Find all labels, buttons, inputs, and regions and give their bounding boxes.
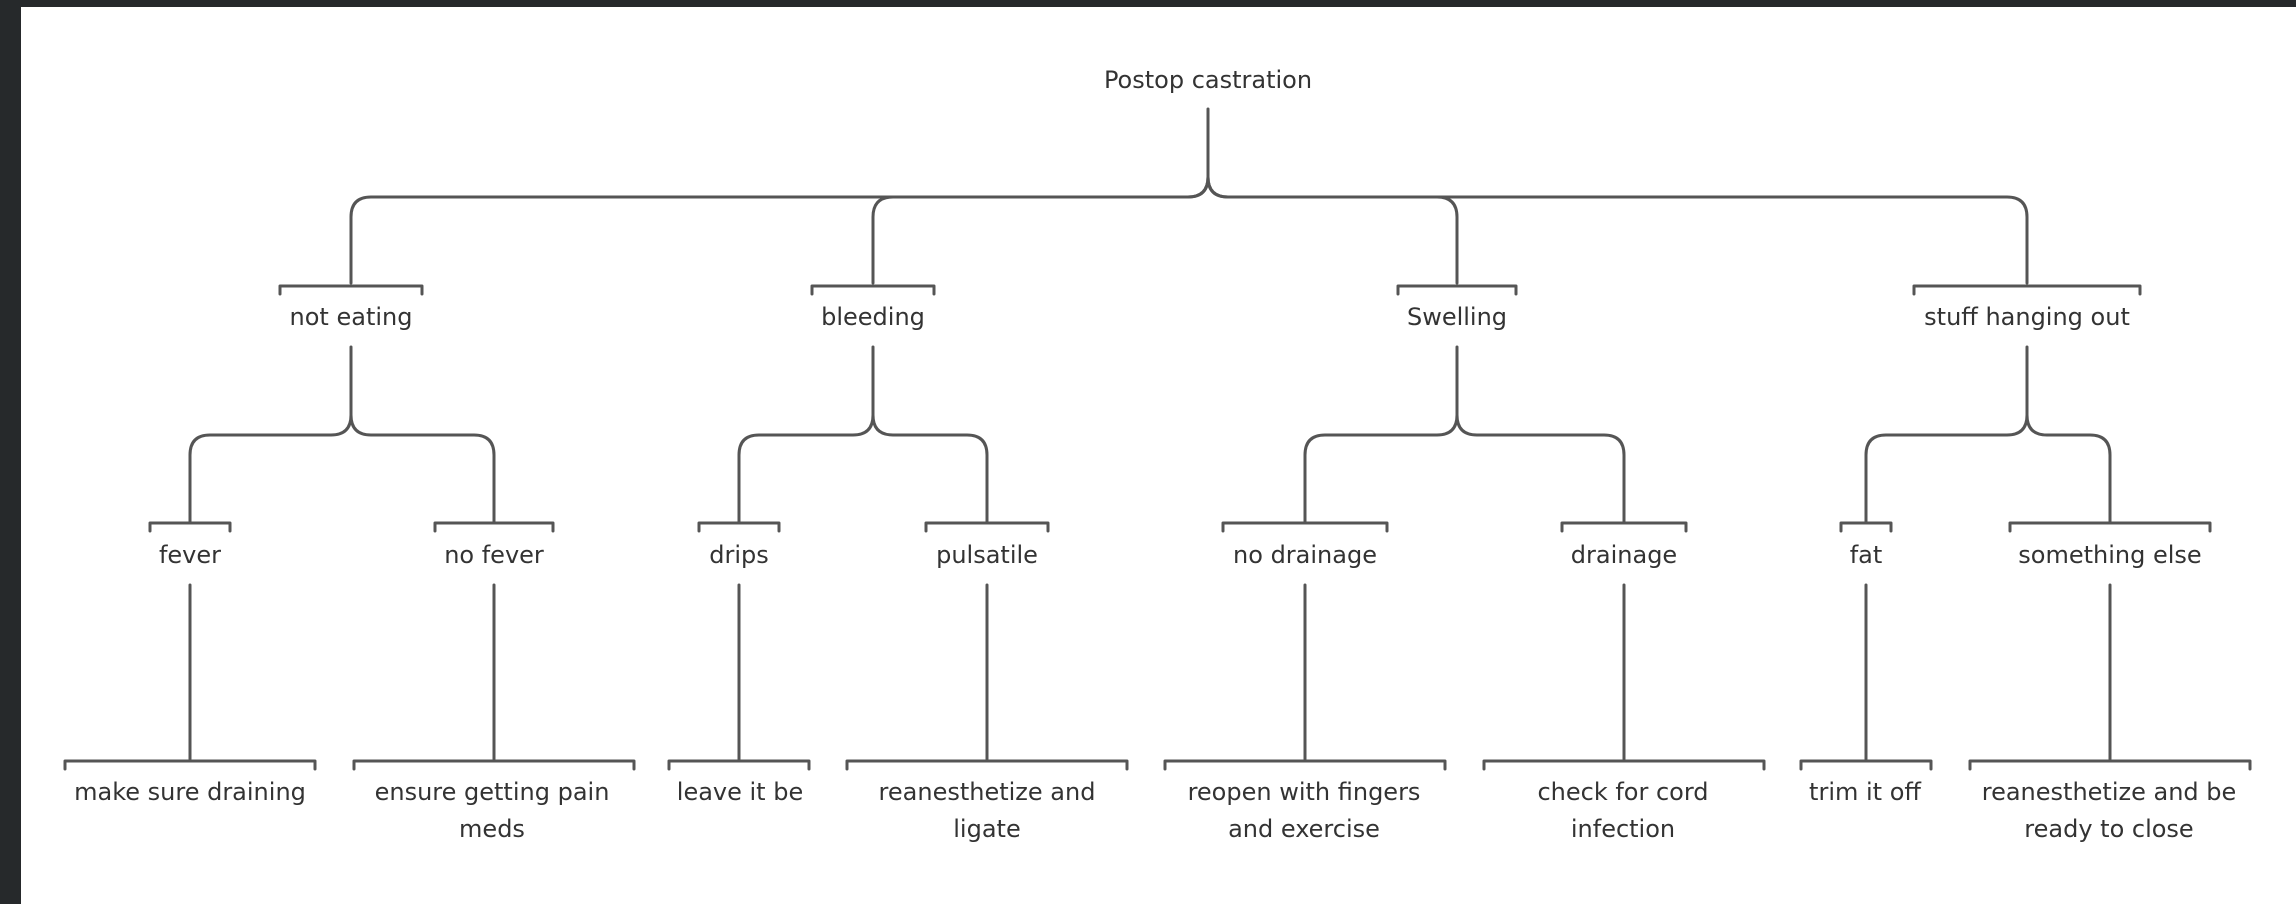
cap-level1-2 xyxy=(1396,284,1518,296)
cap-level1-3 xyxy=(1912,284,2142,296)
level1-connector-1-branch-1 xyxy=(871,413,989,525)
leaf-reopen-with-fingers: reopen with fingers and exercise xyxy=(1187,778,1421,843)
node-fever: fever xyxy=(158,541,222,569)
node-stuff-hanging-out: stuff hanging out xyxy=(1924,303,2130,331)
leaf-reanesthetize-and-ligate: reanesthetize and ligate xyxy=(878,778,1096,843)
node-drips: drips xyxy=(709,541,769,569)
root-node-label: Postop castration xyxy=(1103,66,1313,94)
level1-connector-2-branch-0 xyxy=(1303,413,1459,525)
node-no-fever: no fever xyxy=(444,541,544,569)
cap-level2-2-0 xyxy=(1221,521,1389,533)
window-top-bar xyxy=(0,0,2296,7)
cap-level2-1-1 xyxy=(924,521,1050,533)
level1-connector-3-branch-0 xyxy=(1864,413,2029,525)
leaf-check-for-cord-infection: check for cord infection xyxy=(1537,778,1709,843)
leaf-reanesthetize-and-be-ready: reanesthetize and be ready to close xyxy=(1981,778,2237,843)
level1-connector-2-branch-1 xyxy=(1455,413,1626,525)
level1-connector-0-branch-1 xyxy=(349,413,496,525)
node-pulsatile: pulsatile xyxy=(936,541,1038,569)
cap-level1-1 xyxy=(810,284,936,296)
root-connector-branch-3 xyxy=(1206,175,2029,285)
node-no-drainage: no drainage xyxy=(1233,541,1377,569)
node-fat: fat xyxy=(1849,541,1883,569)
tree-connectors xyxy=(63,107,2252,771)
node-bleeding: bleeding xyxy=(821,303,925,331)
diagram-canvas: Postop castration not eating bleeding Sw… xyxy=(21,7,2296,904)
leaf-trim-it-off: trim it off xyxy=(1809,778,1921,806)
root-connector-branch-2 xyxy=(1206,175,1459,285)
level1-connector-0-branch-0 xyxy=(188,413,353,525)
root-connector-branch-1 xyxy=(871,175,1210,285)
cap-leaf-2-1 xyxy=(1482,759,1766,771)
cap-leaf-0-1 xyxy=(352,759,636,771)
cap-level2-3-0 xyxy=(1839,521,1893,533)
cap-level2-0-1 xyxy=(433,521,555,533)
cap-level2-2-1 xyxy=(1560,521,1688,533)
cap-leaf-0-0 xyxy=(63,759,317,771)
cap-leaf-1-1 xyxy=(845,759,1129,771)
node-something-else: something else xyxy=(2018,541,2202,569)
window-left-edge xyxy=(0,0,21,904)
cap-leaf-2-0 xyxy=(1163,759,1447,771)
leaf-leave-it-be: leave it be xyxy=(676,778,804,806)
cap-level1-0 xyxy=(278,284,424,296)
node-drainage: drainage xyxy=(1570,541,1678,569)
node-swelling: Swelling xyxy=(1406,303,1508,331)
cap-leaf-1-0 xyxy=(667,759,811,771)
cap-level2-1-0 xyxy=(697,521,781,533)
leaf-make-sure-draining: make sure draining xyxy=(74,778,306,806)
node-not-eating: not eating xyxy=(289,303,413,331)
cap-leaf-3-1 xyxy=(1968,759,2252,771)
cap-level2-0-0 xyxy=(148,521,232,533)
root-connector-branch-0 xyxy=(349,175,1210,285)
level1-connector-1-branch-0 xyxy=(737,413,875,525)
cap-level2-3-1 xyxy=(2008,521,2212,533)
leaf-ensure-getting-pain-meds: ensure getting pain meds xyxy=(374,778,610,843)
cap-leaf-3-0 xyxy=(1799,759,1933,771)
level1-connector-3-branch-1 xyxy=(2025,413,2112,525)
